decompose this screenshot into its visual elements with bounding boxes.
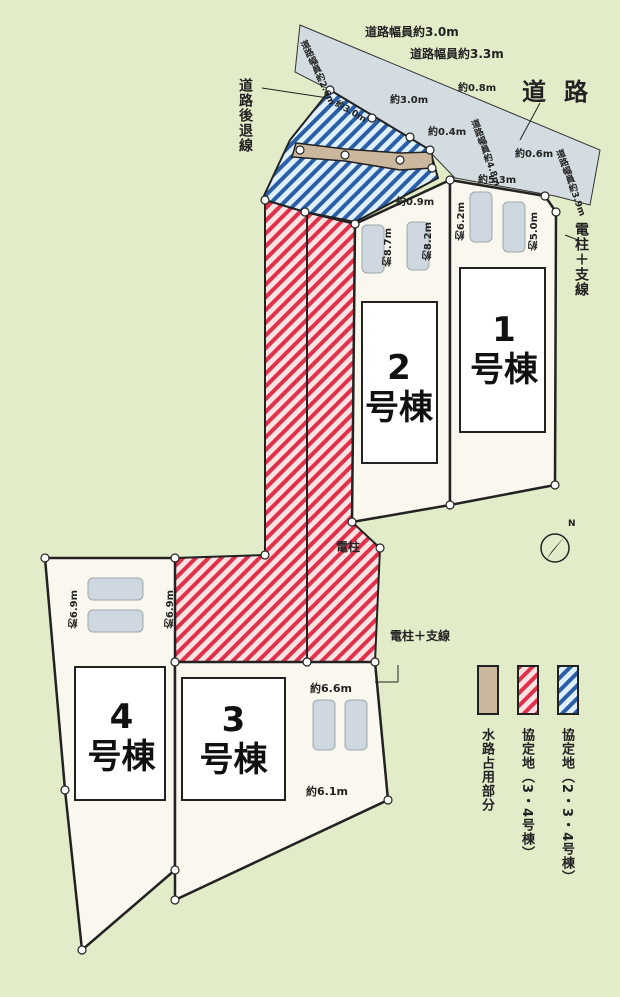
dimension-label: 約6.9m	[165, 590, 176, 629]
pole-label: 電柱	[336, 540, 361, 554]
dimension-label: 約0.9m	[396, 197, 435, 208]
legend-swatch-waterway	[477, 665, 499, 715]
house-4	[74, 666, 166, 801]
dimension-label: 約3.0m	[390, 95, 429, 106]
legend-label-waterway: 水路占用部分	[479, 728, 494, 812]
dimension-label: 約8.2m	[423, 222, 434, 261]
lot-suffix: 号棟	[365, 388, 433, 428]
lot-number: 4	[109, 697, 134, 737]
compass-icon	[540, 533, 570, 563]
house-2	[361, 301, 438, 464]
dimension-label: 約0.4m	[428, 127, 467, 138]
road-width-label: 道路幅員約3.3m	[410, 47, 504, 61]
road-width-label: 道路幅員約3.0m	[365, 25, 459, 39]
setback-line-label: 道路後退線	[237, 78, 253, 153]
dimension-label: 約6.2m	[456, 202, 467, 241]
compass-north-label: N	[568, 519, 576, 529]
dimension-label: 約8.7m	[383, 228, 394, 267]
pole-guy-label: 電柱＋支線	[390, 629, 451, 643]
dimension-label: 約6.1m	[306, 785, 348, 798]
lot-suffix: 号棟	[199, 740, 268, 780]
dimension-label: 約5.0m	[529, 212, 540, 251]
dimension-label: 約0.8m	[458, 83, 497, 94]
road-area	[294, 24, 601, 206]
house-1	[459, 267, 546, 433]
dimension-label: 約5.3m	[478, 175, 517, 186]
lot-suffix: 号棟	[87, 737, 156, 777]
legend-label-blue: 協定地（2・3・4号棟）	[559, 728, 574, 885]
legend-swatch-red	[517, 665, 539, 715]
lot-number: 3	[221, 700, 246, 740]
dimension-label: 約6.9m	[69, 590, 80, 629]
lot-number: 1	[492, 310, 516, 350]
road-label: 道路	[522, 78, 606, 106]
house-3	[181, 677, 286, 801]
pole-guy-label: 電柱＋支線	[573, 222, 589, 297]
legend-label-red: 協定地（3・4号棟）	[519, 728, 534, 861]
lot-number: 2	[387, 348, 411, 388]
dimension-label: 約6.6m	[310, 682, 352, 695]
legend-swatch-blue	[557, 665, 579, 715]
agreement-land-red	[174, 198, 382, 663]
dimension-label: 約0.6m	[515, 149, 554, 160]
lot-suffix: 号棟	[470, 350, 538, 390]
boundary-points	[40, 85, 561, 955]
parking-cars	[87, 191, 526, 751]
